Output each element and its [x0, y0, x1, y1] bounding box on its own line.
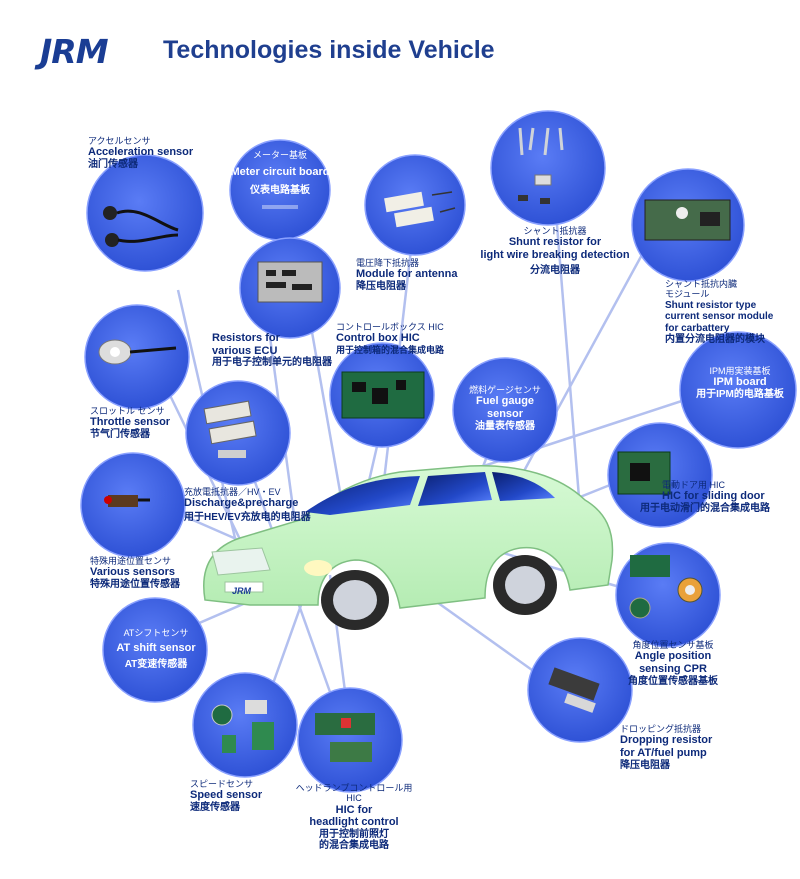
label-meter: メーター基板 Meter circuit board 仪表电路基板 — [230, 150, 330, 196]
label-antenna: 電圧降下抵抗器 Module for antenna 降压电阻器 — [356, 258, 458, 292]
label-angle-position: 角度位置センサ基板 Angle position sensing CPR 角度位… — [628, 640, 718, 687]
circle-ipm — [679, 331, 797, 449]
label-speed: スピードセンサ Speed sensor 速度传感器 — [190, 779, 263, 813]
control-box-board-photo — [341, 371, 425, 419]
speed-sensor-photo — [211, 700, 274, 753]
component-circles — [80, 110, 797, 793]
discharge-resistor-photo — [203, 400, 257, 458]
circle-headlight — [297, 687, 403, 793]
label-sliding-door: 電動ドア用 HIC HIC for sliding door 用于电动滑门的混合… — [640, 480, 770, 514]
circle-at-shift — [102, 597, 208, 703]
label-throttle: スロットル センサ Throttle sensor 节气门传感器 — [90, 406, 171, 440]
label-headlight: ヘッドランプコントロール用HIC HIC for headlight contr… — [295, 783, 413, 852]
label-fuel: 燃料ゲージセンサ Fuel gauge sensor 油量表传感器 — [469, 385, 541, 432]
shunt-resistor-photo — [518, 127, 564, 204]
antenna-resistor-photo — [384, 191, 456, 228]
label-discharge: 充放電抵抗器／HV・EV Discharge&precharge 用于HEV/E… — [184, 487, 311, 523]
label-control-box: コントロールボックス HIC Control box HIC 用于控制箱的混合集… — [336, 322, 445, 355]
headlight-board-photo — [315, 713, 375, 762]
line-shunt-wire — [553, 199, 582, 511]
jrm-logo: JRM — [40, 32, 109, 71]
meter-board-photo — [262, 205, 298, 209]
circle-speed — [192, 672, 298, 778]
label-shunt-module: シャント抵抗内臓 モジュール Shunt resistor type curre… — [665, 279, 774, 346]
label-shunt-wire: シャント抵抗器 Shunt resistor for light wire br… — [480, 226, 630, 276]
circle-fuel — [452, 357, 558, 463]
car-illustration — [203, 465, 614, 630]
line-shunt-module — [498, 239, 652, 516]
shunt-module-photo — [644, 199, 731, 241]
product-pictograms — [98, 127, 731, 762]
car-badge: JRM — [232, 586, 252, 596]
label-dropping: ドロッピング抵抗器 Dropping resistor for AT/fuel … — [620, 724, 713, 771]
dropping-resistor-photo — [548, 667, 600, 713]
various-sensor-photo — [104, 495, 150, 507]
label-ecu: Resistors for various ECU 用于电子控制单元的电阻器 — [212, 332, 332, 369]
ecu-resistor-photo — [257, 261, 323, 303]
label-various-sensors: 特殊用途位置センサ Various sensors 特殊用途位置传感器 — [90, 556, 180, 590]
label-at-shift: ATシフトセンサ AT shift sensor AT变速传感器 — [116, 628, 196, 670]
page-title: Technologies inside Vehicle — [163, 36, 495, 64]
throttle-sensor-photo — [98, 339, 177, 365]
circle-throttle — [84, 304, 190, 410]
label-acceleration: アクセルセンサ Acceleration sensor 油门传感器 — [88, 136, 194, 170]
acceleration-sensor-photo — [103, 206, 179, 247]
sliding-door-board-photo — [617, 451, 671, 495]
angle-sensor-photo — [629, 555, 703, 619]
label-ipm: IPM用実装基板 IPM board 用于IPM的电路基板 — [696, 366, 784, 400]
